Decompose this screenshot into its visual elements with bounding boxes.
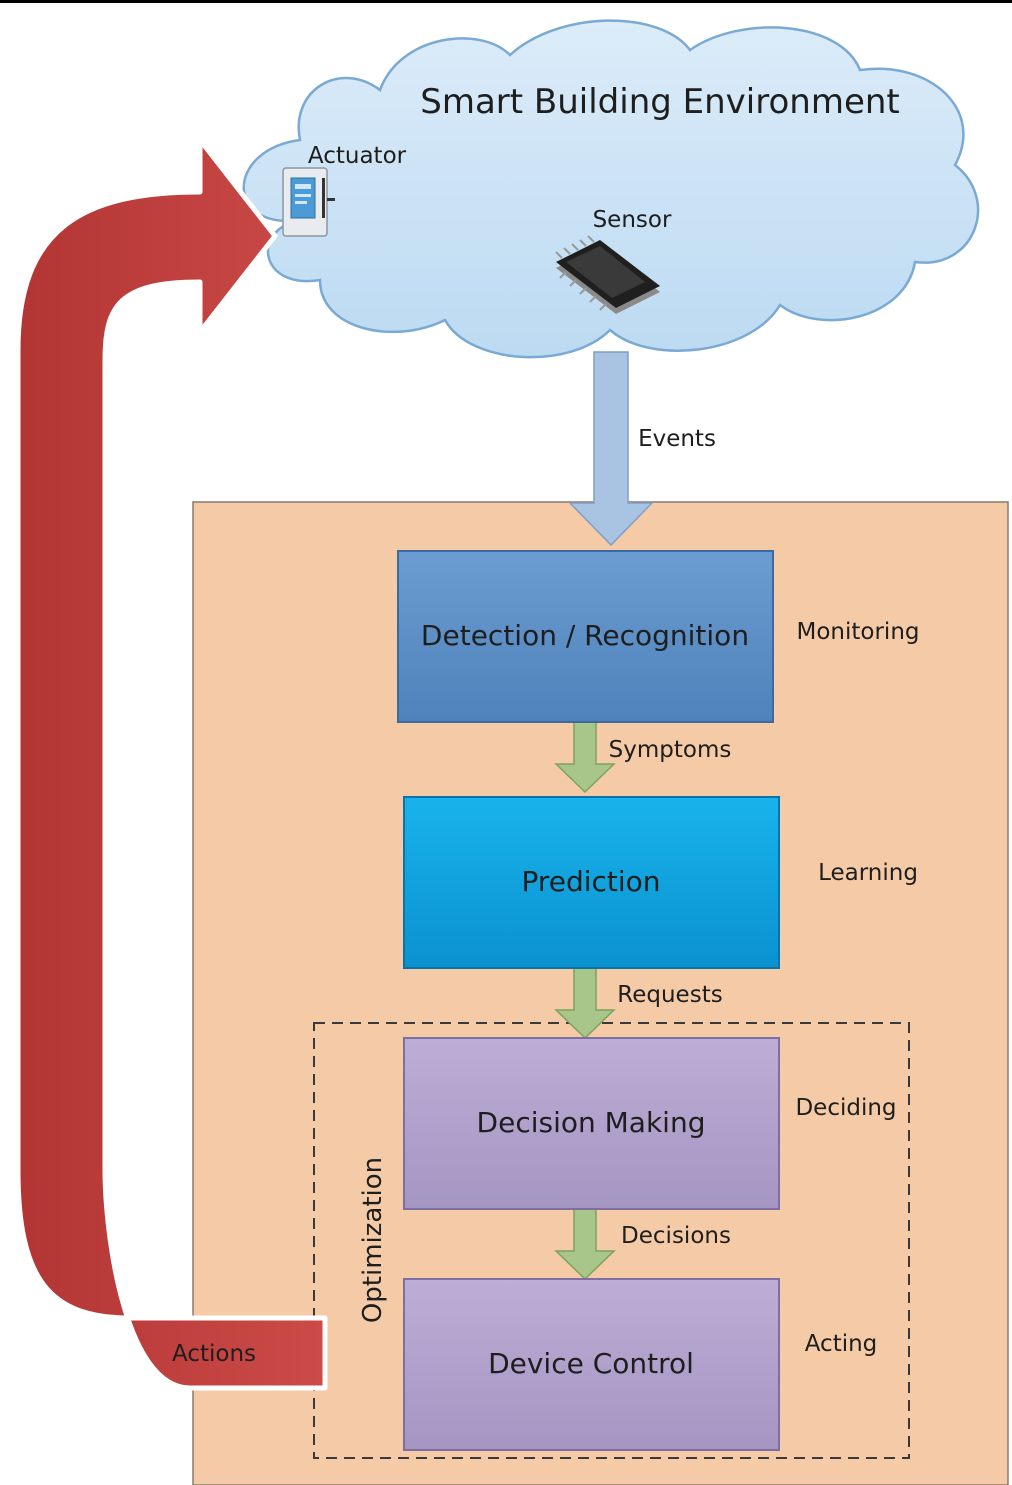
actuator-label: Actuator (308, 143, 407, 169)
learning-label: Learning (818, 860, 918, 886)
prediction-box (403, 796, 780, 969)
smart-building-cloud (242, 19, 980, 359)
actions-label: Actions (172, 1341, 256, 1367)
detection-recognition-box (397, 550, 774, 723)
actions-return-arrow (15, 137, 328, 1391)
sensor-label: Sensor (593, 207, 672, 233)
actuator-device-icon (282, 167, 335, 237)
monitoring-label: Monitoring (797, 619, 920, 645)
decision-making-box (403, 1037, 780, 1210)
acting-label: Acting (805, 1331, 878, 1357)
events-arrow (568, 351, 654, 547)
optimization-region (313, 1022, 910, 1459)
prediction-label: Prediction (521, 865, 660, 898)
requests-label: Requests (617, 982, 722, 1008)
device-control-label: Device Control (488, 1347, 694, 1380)
deciding-label: Deciding (795, 1095, 896, 1121)
decision-making-label: Decision Making (477, 1106, 706, 1139)
requests-arrow (554, 967, 616, 1040)
detection-recognition-label: Detection / Recognition (421, 619, 749, 652)
sensor-chip-icon (555, 235, 660, 314)
decisions-arrow (554, 1208, 616, 1281)
symptoms-arrow (554, 721, 616, 794)
events-label: Events (638, 426, 716, 452)
top-border (0, 0, 1012, 3)
decisions-label: Decisions (621, 1223, 731, 1249)
environment-title: Smart Building Environment (420, 82, 900, 122)
optimization-label: Optimization (358, 1157, 388, 1323)
device-control-box (403, 1278, 780, 1451)
symptoms-label: Symptoms (609, 737, 732, 763)
